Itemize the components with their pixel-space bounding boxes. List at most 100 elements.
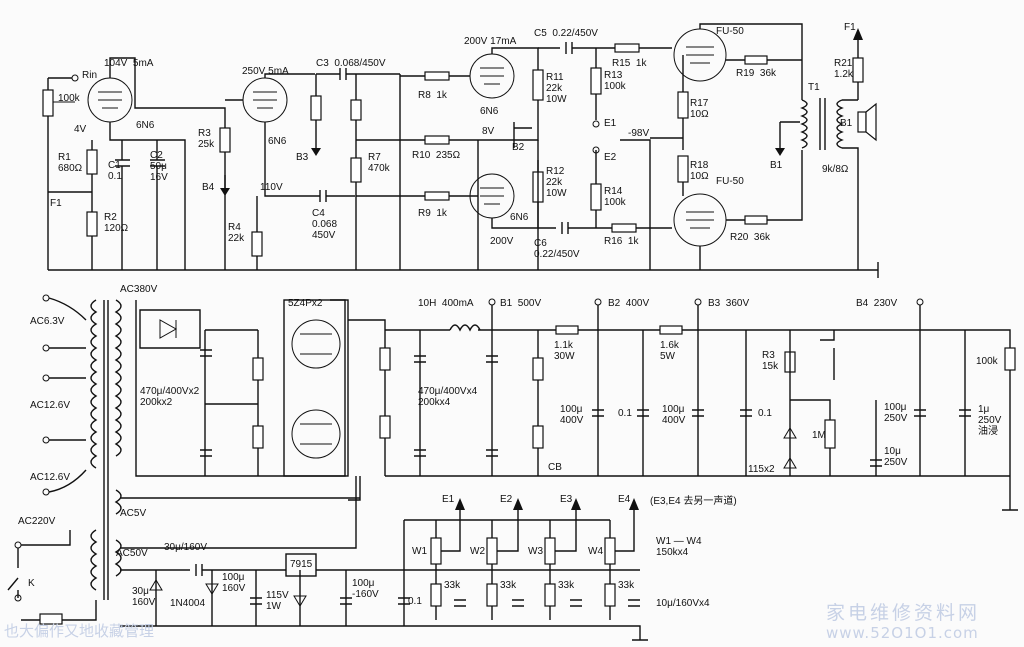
r100k-supply-label: 100k [976, 356, 998, 367]
r-1k1-label: 1.1k 30W [554, 340, 575, 362]
bridge-cap-label: 470μ/400Vx2 200kx2 [140, 386, 200, 408]
watermark-left: 也大偏作又地收藏管理 [4, 622, 155, 640]
b3-amp-label: B3 [296, 152, 309, 163]
ac5-label: AC5V [120, 508, 147, 519]
b2-supply-label: B2 400V [608, 298, 650, 309]
c01a-label: 0.1 [618, 408, 632, 419]
c100-160-label: 100μ 160V [222, 572, 246, 594]
diode-label: 1N4004 [170, 598, 206, 609]
v3-operating-point: 200V 17mA [464, 36, 517, 47]
watermark-site-name: 家电维修资料网 [826, 602, 981, 624]
e2-supply-label: E2 [500, 494, 513, 505]
w2-label: W2 [470, 546, 485, 557]
filter-cap-label: 470μ/400Vx4 200kx4 [418, 386, 478, 408]
r3-label: R3 25k [198, 128, 215, 150]
watermark-url: www.52O1O1.com [826, 624, 979, 642]
ac126b-label: AC12.6V [30, 472, 71, 483]
fu50-top-label: FU-50 [716, 26, 744, 37]
r14-label: R14 100k [604, 186, 626, 208]
v2-operating-point: 250V 5mA [242, 66, 289, 77]
f1-feedback-label: F1 [50, 198, 62, 209]
v2-tube-type: 6N6 [268, 136, 287, 147]
pot-spec-label: W1 — W4 150kx4 [656, 536, 702, 558]
c6-label: C6 0.22/450V [534, 238, 580, 260]
v4-anode-voltage: 200V [490, 236, 514, 247]
r33d-label: 33k [618, 580, 635, 591]
c100-neg160-label: 100μ -160V [352, 578, 379, 600]
r13-label: R13 100k [604, 70, 626, 92]
w3-label: W3 [528, 546, 543, 557]
regulator-label: 7915 [290, 559, 313, 570]
c01b-label: 0.1 [758, 408, 772, 419]
fu50-bottom-label: FU-50 [716, 176, 744, 187]
r12-label: R12 22k 10W [546, 166, 567, 199]
cap-spec-label: 10μ/160Vx4 [656, 598, 710, 609]
v1-bias-voltage: 4V [74, 124, 87, 135]
zener-pair-label: 115x2 [748, 464, 775, 475]
channel-note: (E3,E4 去另一声道) [650, 496, 737, 507]
zener-115-label: 115V 1W [266, 590, 289, 612]
b3-supply-label: B3 360V [708, 298, 750, 309]
r10-label: R10 235Ω [412, 150, 461, 161]
v4-tube-type: 6N6 [510, 212, 529, 223]
e1-supply-label: E1 [442, 494, 455, 505]
b1-amp-label: B1 [770, 160, 783, 171]
e1-amp-label: E1 [604, 118, 617, 129]
c10-250-label: 10μ 250V [884, 446, 908, 468]
c01c-label: 0.1 [408, 596, 422, 607]
r17-label: R17 10Ω [690, 98, 709, 120]
r15-label: R15 1k [612, 58, 647, 69]
transformer-impedance: 9k/8Ω [822, 164, 849, 175]
f1-output-label: F1 [844, 22, 856, 33]
r16-label: R16 1k [604, 236, 639, 247]
w1-label: W1 [412, 546, 427, 557]
e3-supply-label: E3 [560, 494, 573, 505]
v3-tube-type: 6N6 [480, 106, 499, 117]
c30-coupling-label: 30μ/160V [164, 542, 208, 553]
r33c-label: 33k [558, 580, 575, 591]
c30-label: 30μ 160V [132, 586, 156, 608]
c100-400a-label: 100μ 400V [560, 404, 584, 426]
r18-label: R18 10Ω [690, 160, 709, 182]
r8-label: R8 1k [418, 90, 447, 101]
c100-400b-label: 100μ 400V [662, 404, 686, 426]
c4-label: C4 0.068 450V [312, 208, 338, 241]
r3-supply-label: R3 15k [762, 350, 779, 372]
r4-label: R4 22k [228, 222, 245, 244]
r2-label: R2 120Ω [104, 212, 129, 234]
e2-amp-label: E2 [604, 152, 617, 163]
r9-label: R9 1k [418, 208, 447, 219]
t1-label: T1 [808, 82, 820, 93]
c1-label: C1 0.1 [108, 160, 122, 182]
c100-250-label: 100μ 250V [884, 402, 908, 424]
choke-label: 10H 400mA [418, 298, 474, 309]
ac380-label: AC380V [120, 284, 158, 295]
b4-supply-label: B4 230V [856, 298, 898, 309]
b4-amp-label: B4 [202, 182, 215, 193]
ac50-label: AC50V [116, 548, 148, 559]
negative-bias-voltage: -98V [628, 128, 650, 139]
b1-supply-label: B1 500V [500, 298, 542, 309]
r7-label: R7 470k [368, 152, 390, 174]
r1-label: R1 680Ω [58, 152, 83, 174]
r1m-label: 1M [812, 430, 826, 441]
ac220-label: AC220V [18, 516, 56, 527]
r19-label: R19 36k [736, 68, 777, 79]
e4-supply-label: E4 [618, 494, 631, 505]
r33a-label: 33k [444, 580, 461, 591]
b2-amp-label: B2 [512, 142, 525, 153]
rin-label: Rin [82, 70, 98, 81]
cathode-voltage: 8V [482, 126, 495, 137]
v1-operating-point: 104V 5mA [104, 58, 154, 69]
rectifier-label: 5Z4Px2 [288, 298, 323, 309]
oil-cap-label: 1μ 250V 油浸 [978, 404, 1002, 437]
v1-tube-type: 6N6 [136, 120, 155, 131]
c5-label: C5 0.22/450V [534, 28, 598, 39]
r33b-label: 33k [500, 580, 517, 591]
c3-label: C3 0.068/450V [316, 58, 386, 69]
speaker-label: B1 [840, 118, 853, 129]
ac126a-label: AC12.6V [30, 400, 71, 411]
r11-label: R11 22k 10W [546, 72, 567, 105]
